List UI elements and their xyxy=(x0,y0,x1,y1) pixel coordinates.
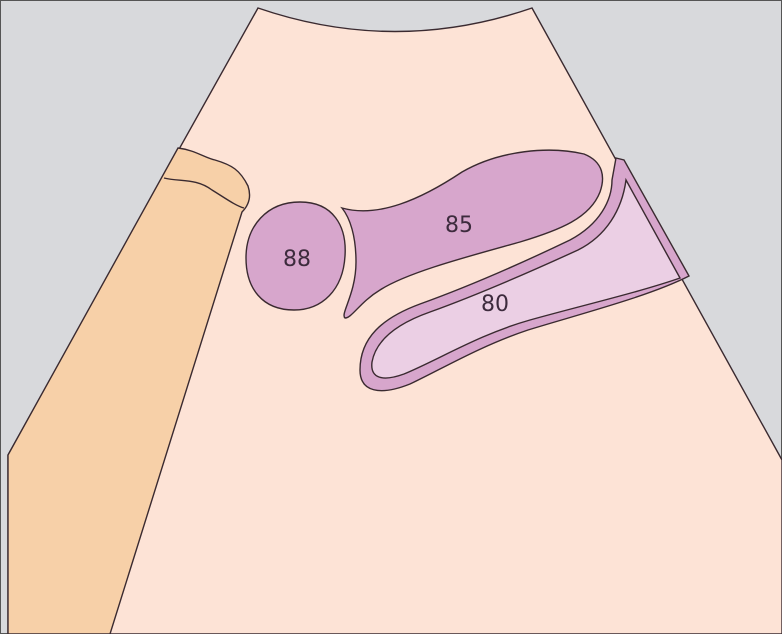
label-80: 80 xyxy=(481,292,509,317)
label-88: 88 xyxy=(283,247,311,272)
label-85: 85 xyxy=(445,213,473,238)
